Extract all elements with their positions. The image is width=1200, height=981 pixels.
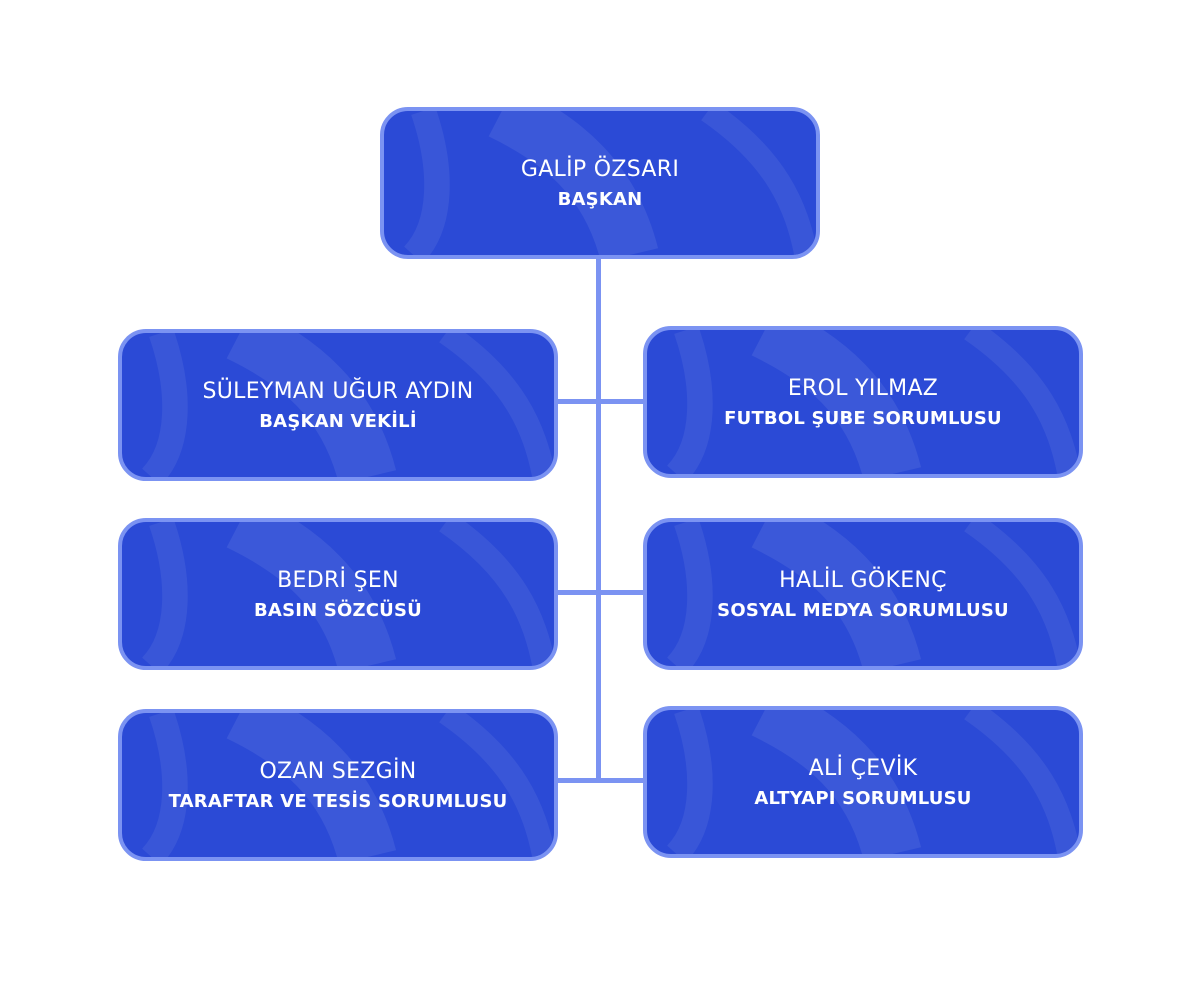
connector-row-2-left	[556, 590, 598, 595]
member-role: ALTYAPI SORUMLUSU	[754, 788, 972, 809]
connector-row-3-left	[556, 778, 598, 783]
connector-row-1-left	[556, 399, 598, 404]
member-name: ALİ ÇEVİK	[808, 756, 918, 781]
member-role: BAŞKAN VEKİLİ	[259, 411, 417, 432]
member-name: HALİL GÖKENÇ	[779, 568, 947, 593]
org-node-member-2: EROL YILMAZ FUTBOL ŞUBE SORUMLUSU	[643, 326, 1083, 478]
member-name: SÜLEYMAN UĞUR AYDIN	[202, 379, 474, 404]
connector-row-1-right	[598, 399, 646, 404]
org-node-member-5: OZAN SEZGİN TARAFTAR VE TESİS SORUMLUSU	[118, 709, 558, 861]
connector-trunk	[596, 256, 601, 783]
connector-row-3-right	[598, 778, 646, 783]
member-name: EROL YILMAZ	[787, 376, 939, 401]
member-role: SOSYAL MEDYA SORUMLUSU	[717, 600, 1009, 621]
member-name: BEDRİ ŞEN	[277, 568, 399, 593]
member-role: FUTBOL ŞUBE SORUMLUSU	[724, 408, 1002, 429]
member-name: OZAN SEZGİN	[259, 759, 417, 784]
member-role: TARAFTAR VE TESİS SORUMLUSU	[168, 791, 508, 812]
org-node-member-4: HALİL GÖKENÇ SOSYAL MEDYA SORUMLUSU	[643, 518, 1083, 670]
connector-row-2-right	[598, 590, 646, 595]
org-node-member-1: SÜLEYMAN UĞUR AYDIN BAŞKAN VEKİLİ	[118, 329, 558, 481]
president-role: BAŞKAN	[557, 189, 643, 210]
org-node-president: GALİP ÖZSARI BAŞKAN	[380, 107, 820, 259]
member-role: BASIN SÖZCÜSÜ	[254, 600, 422, 621]
president-name: GALİP ÖZSARI	[520, 157, 680, 182]
org-node-member-6: ALİ ÇEVİK ALTYAPI SORUMLUSU	[643, 706, 1083, 858]
org-node-member-3: BEDRİ ŞEN BASIN SÖZCÜSÜ	[118, 518, 558, 670]
